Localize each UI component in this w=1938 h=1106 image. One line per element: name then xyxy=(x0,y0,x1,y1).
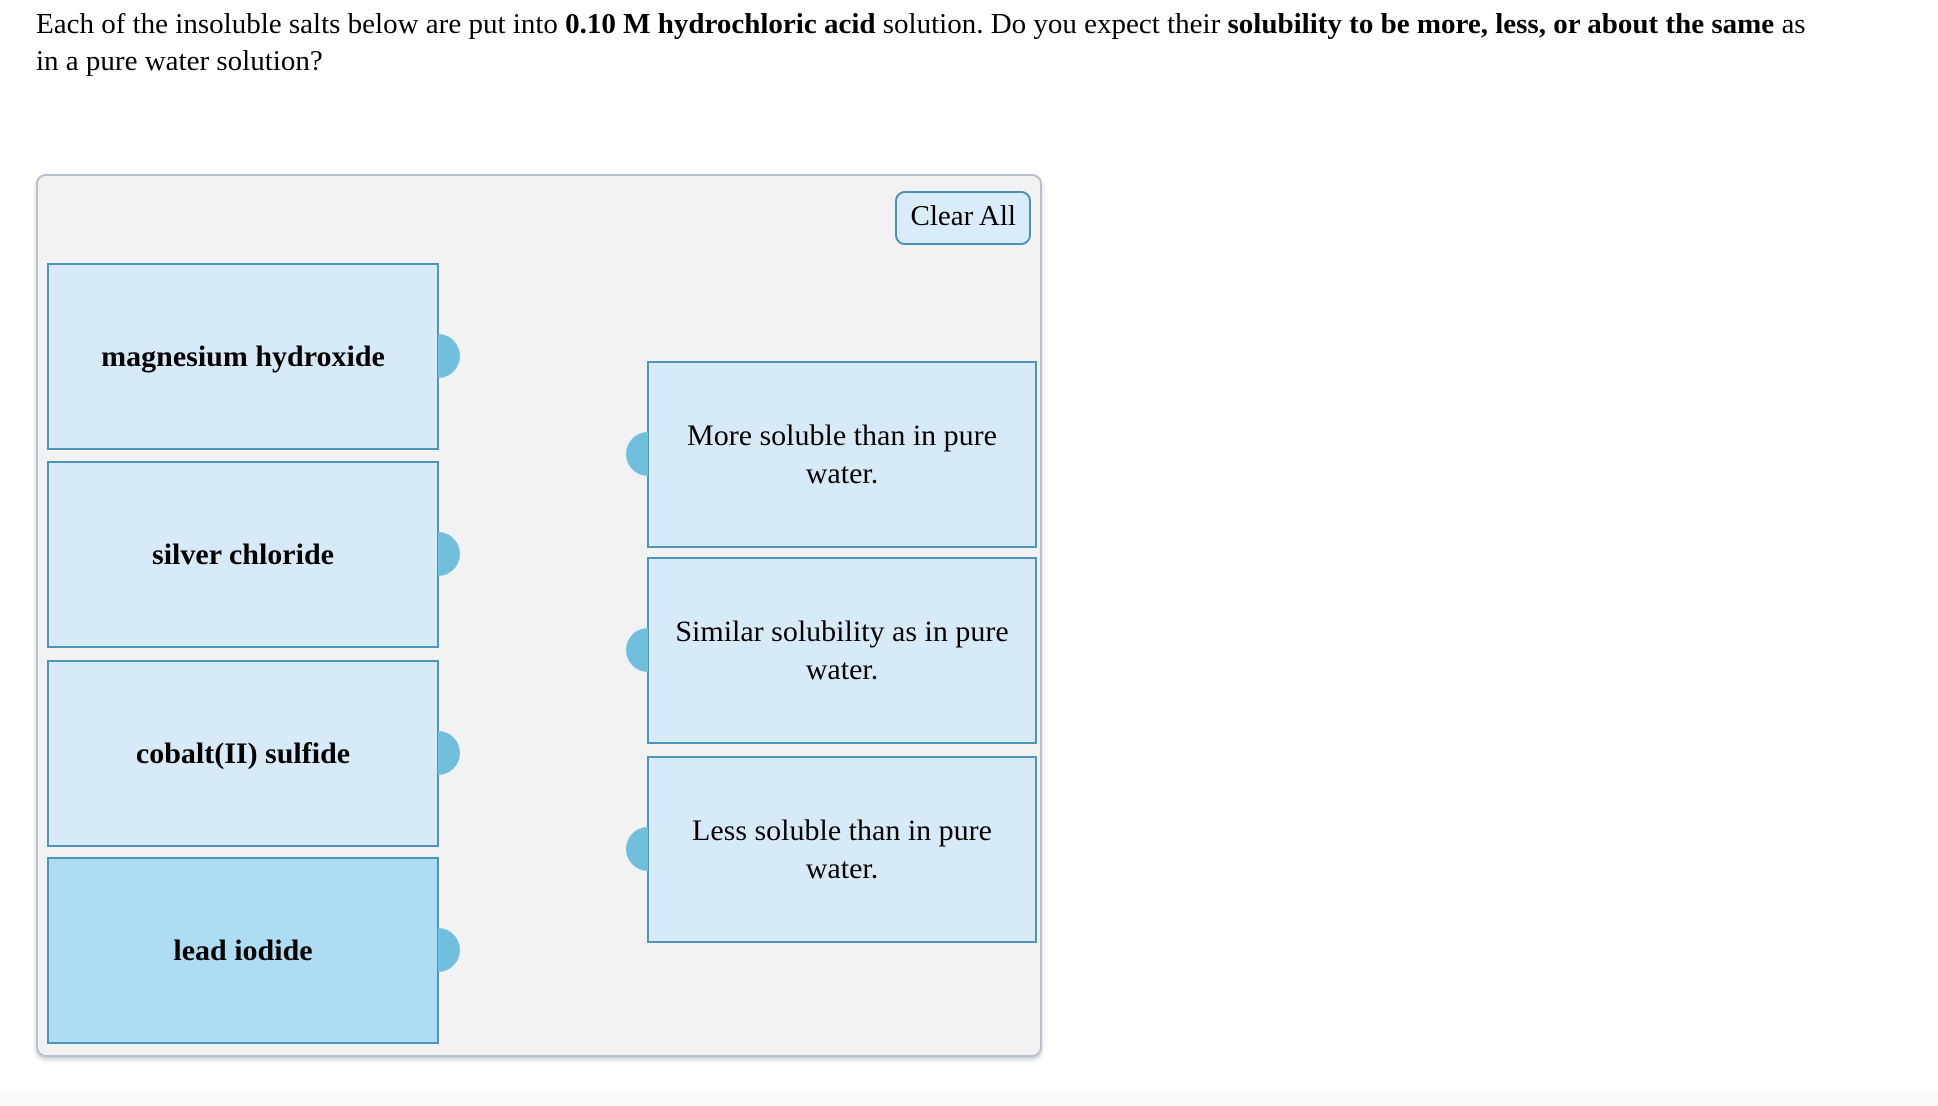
connector-dot-item-2[interactable] xyxy=(438,532,460,576)
question-text: Each of the insoluble salts below are pu… xyxy=(36,6,1928,80)
drop-target-similar-solubility[interactable]: Similar solubility as in pure water. xyxy=(647,557,1037,744)
connector-dot-target-1[interactable] xyxy=(626,432,648,476)
question-bold-solubility: solubility to be more, less, or about th… xyxy=(1227,8,1775,40)
connector-dot-target-2[interactable] xyxy=(626,628,648,672)
draggable-item-cobalt-sulfide[interactable]: cobalt(II) sulfide xyxy=(47,660,439,847)
bottom-strip xyxy=(0,1092,1938,1106)
item-label: magnesium hydroxide xyxy=(101,339,385,373)
matching-panel: Clear All magnesium hydroxide silver chl… xyxy=(36,174,1042,1057)
drop-target-less-soluble[interactable]: Less soluble than in pure water. xyxy=(647,756,1037,943)
question-line2: in a pure water solution? xyxy=(36,45,323,77)
connector-dot-target-3[interactable] xyxy=(626,827,648,871)
draggable-item-magnesium-hydroxide[interactable]: magnesium hydroxide xyxy=(47,263,439,450)
drop-target-more-soluble[interactable]: More soluble than in pure water. xyxy=(647,361,1037,548)
connector-dot-item-1[interactable] xyxy=(438,334,460,378)
question-part: solution. Do you expect their xyxy=(875,8,1228,40)
target-label: Similar solubility as in pure water. xyxy=(675,614,1009,686)
connector-dot-item-4[interactable] xyxy=(438,928,460,972)
draggable-item-lead-iodide[interactable]: lead iodide xyxy=(47,857,439,1044)
target-label: Less soluble than in pure water. xyxy=(692,813,992,885)
item-label: lead iodide xyxy=(173,933,313,967)
draggable-item-silver-chloride[interactable]: silver chloride xyxy=(47,461,439,648)
question-bold-acid: 0.10 M hydrochloric acid xyxy=(565,8,876,40)
connector-dot-item-3[interactable] xyxy=(438,731,460,775)
item-label: cobalt(II) sulfide xyxy=(135,736,351,770)
clear-all-button[interactable]: Clear All xyxy=(895,191,1031,245)
item-label: silver chloride xyxy=(152,537,334,571)
question-part: as xyxy=(1774,8,1806,40)
question-part: Each of the insoluble salts below are pu… xyxy=(36,8,566,40)
target-label: More soluble than in pure water. xyxy=(687,418,997,490)
